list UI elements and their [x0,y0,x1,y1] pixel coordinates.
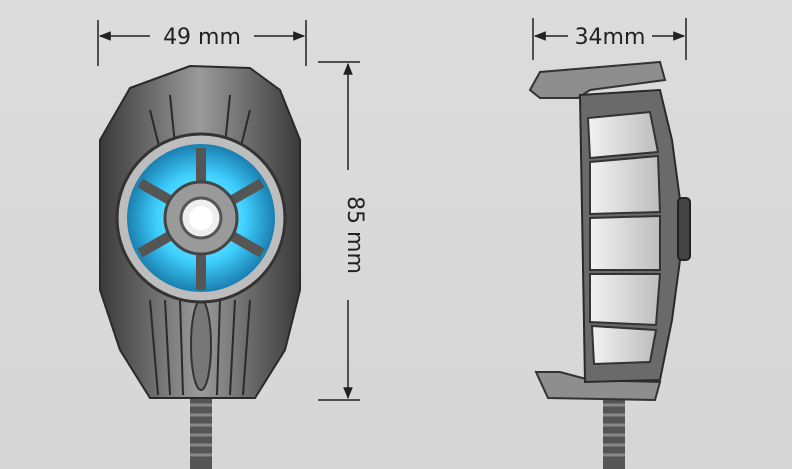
front-height-label: 85 mm [342,196,367,274]
side-cable [603,395,625,469]
front-width-dimension: 49 mm [97,20,307,66]
front-cable [190,395,212,469]
front-view: 49 mm 85 mm [97,20,367,469]
side-knob [677,197,691,261]
side-view: 34mm [528,18,691,469]
side-panels [586,110,662,366]
top-clamp-arm [528,60,667,99]
front-slot [190,299,212,391]
bottom-clamp-arm [534,371,662,402]
side-width-dimension: 34mm [532,18,687,60]
side-width-label: 34mm [575,25,646,50]
fan-icon [115,132,287,304]
front-height-dimension: 85 mm [318,61,367,401]
front-ridges [149,94,251,396]
front-width-label: 49 mm [163,25,241,50]
